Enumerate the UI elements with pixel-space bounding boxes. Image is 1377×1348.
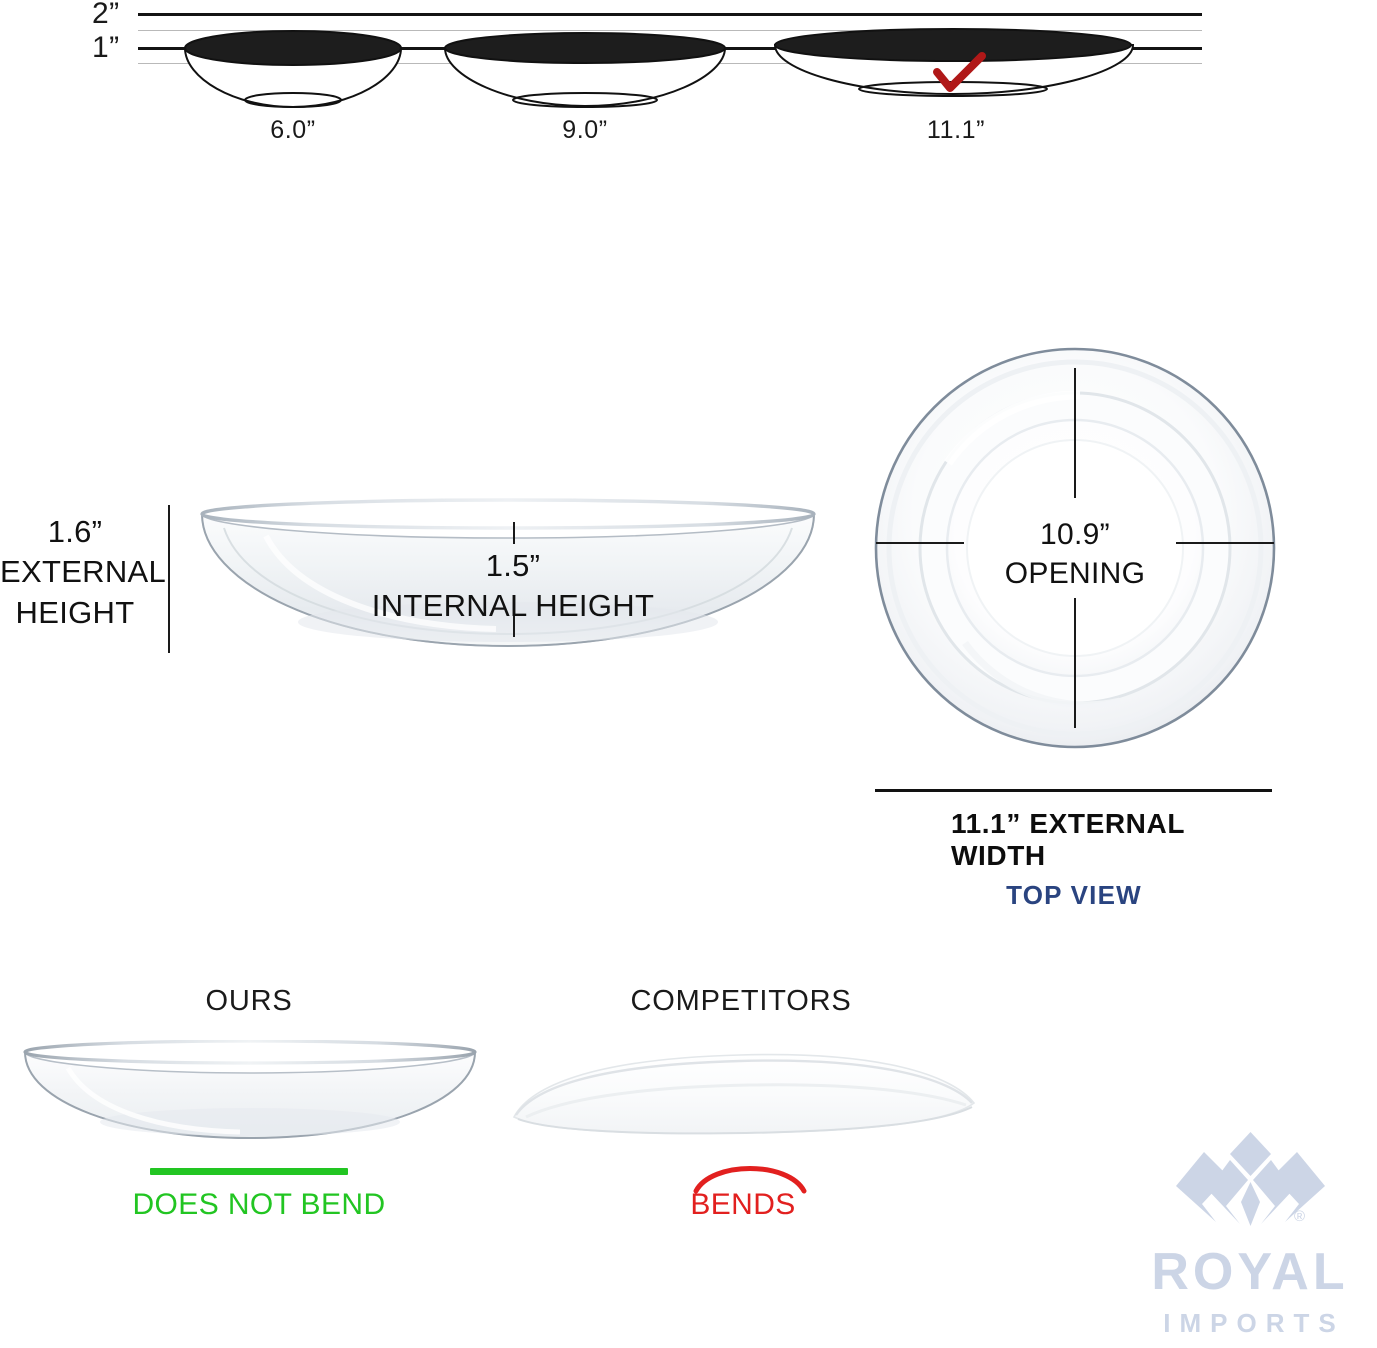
bowl-silhouette-large <box>773 28 1135 97</box>
external-height-line1: EXTERNAL <box>0 554 167 590</box>
ruler-label-2in: 2” <box>92 0 120 30</box>
size-caption-6in: 6.0” <box>270 116 316 144</box>
royal-imports-logo: ® ROYAL IMPORTS <box>1120 1130 1377 1348</box>
opening-measure-line-top <box>1074 368 1076 498</box>
top-view-section: 10.9” OPENING 11.1” EXTERNAL WIDTH TOP V… <box>860 330 1320 920</box>
ruler-line-2in <box>138 13 1202 16</box>
opening-measure-line-right <box>1176 542 1274 544</box>
durability-comparison-section: OURS <box>0 985 1000 1225</box>
external-height-label: 1.6” EXTERNAL HEIGHT <box>0 512 167 633</box>
external-height-line2: HEIGHT <box>15 594 135 630</box>
logo-brand-text: ROYAL <box>1151 1243 1349 1301</box>
opening-value: 10.9” <box>1040 518 1110 551</box>
external-width-label: 11.1” EXTERNAL WIDTH <box>951 808 1185 871</box>
competitors-verdict: BENDS <box>690 1188 796 1221</box>
logo-sub-text: IMPORTS <box>1163 1308 1345 1338</box>
size-comparison-section: 2” 1” 6.0” 9.0” 11 <box>0 0 1377 160</box>
ours-verdict: DOES NOT BEND <box>132 1188 386 1221</box>
opening-label: 10.9” OPENING <box>955 515 1195 593</box>
bowl-silhouette-small <box>183 30 403 109</box>
curved-arc-icon <box>693 1166 807 1194</box>
opening-measure-line-bottom <box>1074 598 1076 728</box>
opening-caption: OPENING <box>1004 557 1146 590</box>
ours-title: OURS <box>205 985 293 1017</box>
glass-bowl-side-view <box>200 498 816 648</box>
straight-line-icon <box>150 1168 348 1175</box>
opening-measure-line-left <box>876 542 964 544</box>
internal-height-label: 1.5” INTERNAL HEIGHT <box>363 546 663 625</box>
bowl-silhouette-medium <box>443 32 727 108</box>
competitors-bowl-bent <box>512 1053 976 1135</box>
size-caption-11in: 11.1” <box>926 116 986 144</box>
crown-icon <box>1176 1132 1325 1226</box>
side-view-section: 1.6” EXTERNAL HEIGHT <box>0 470 860 700</box>
ruler-line-minor-upper <box>138 30 1202 31</box>
internal-height-tick-top <box>513 522 515 544</box>
registered-mark: ® <box>1294 1208 1306 1225</box>
ruler-label-1in: 1” <box>92 31 120 64</box>
ours-bowl-flat <box>23 1040 477 1140</box>
competitors-title: COMPETITORS <box>630 985 852 1017</box>
internal-height-value: 1.5” <box>485 548 541 583</box>
red-check-icon <box>933 52 986 92</box>
external-width-rule <box>875 789 1272 792</box>
top-view-caption: TOP VIEW <box>1006 880 1142 910</box>
external-height-measure-line <box>168 505 170 653</box>
size-caption-9in: 9.0” <box>562 116 608 144</box>
external-height-value: 1.6” <box>47 514 103 549</box>
internal-height-tick-bottom <box>513 615 515 637</box>
glass-bowl-top-view <box>874 347 1276 749</box>
internal-height-caption: INTERNAL HEIGHT <box>371 587 655 623</box>
